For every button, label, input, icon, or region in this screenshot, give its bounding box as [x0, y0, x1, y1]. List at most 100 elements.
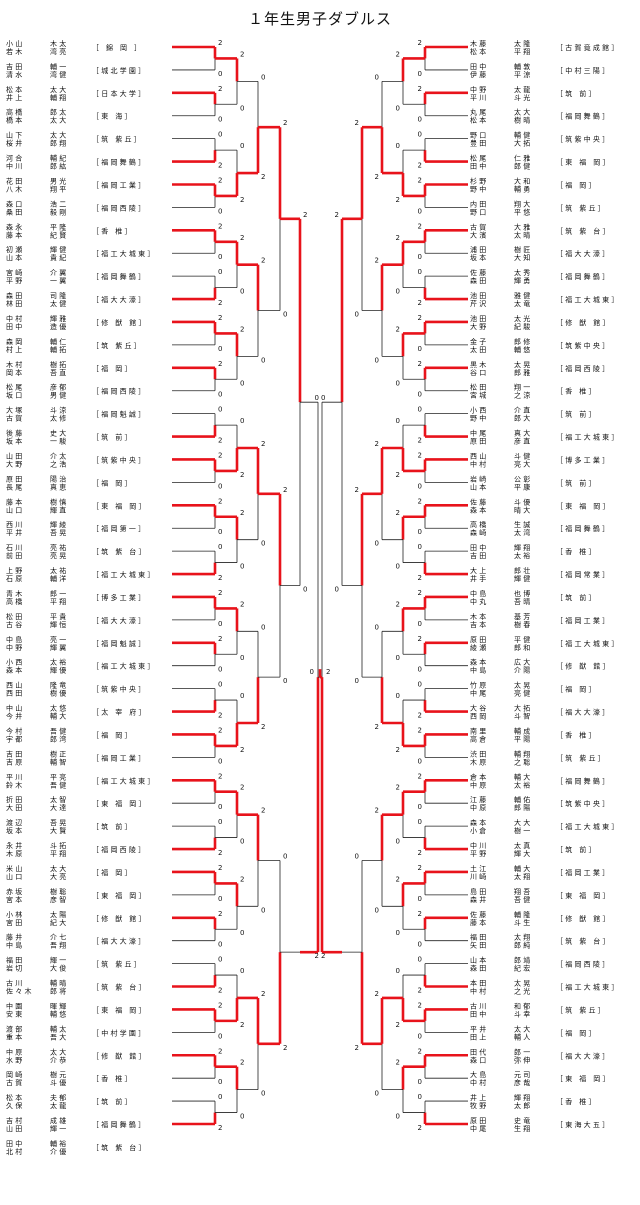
entry-row: 松 本井 上太 大輔 翔［ 日 本 大 学 ］ [6, 85, 145, 102]
match-score: 2 [418, 864, 422, 872]
school-label: ［ 福 岡 ］ [556, 180, 595, 189]
player1-given: 也 博 [514, 589, 530, 598]
player2-given: 郎 大 [514, 414, 530, 423]
school-label: ［ 福 大 大 濠 ］ [556, 708, 609, 717]
player1-surname: 山 田 [6, 451, 22, 460]
player2-given: 一 翼 [50, 277, 66, 285]
entry-row: 中 尾原 田真 大彦 直［ 福 工 大 城 東 ］ [470, 429, 618, 446]
match-score: 2 [418, 437, 422, 445]
player2-surname: 古 谷 [6, 620, 22, 629]
player1-surname: 吉 田 [6, 750, 22, 758]
match-score: 0 [418, 941, 422, 949]
player2-surname: 木 原 [6, 849, 22, 858]
school-label: ［ 筑 紫 中 央 ］ [92, 455, 145, 464]
player2-surname: 平 野 [470, 850, 486, 858]
entry-row: 高 橋森 崎生 誠太 湾［ 福 岡 舞 鶴 ］ [470, 520, 609, 537]
final-score-left: 0 [310, 668, 314, 676]
school-label: ［ 福 岡 舞 鶴 ］ [92, 272, 145, 281]
player1-given: 太 大 [514, 108, 530, 117]
player2-given: 輔 悠 [50, 1009, 66, 1018]
match-score: 2 [418, 162, 422, 170]
player2-surname: 牧 野 [470, 1101, 486, 1110]
player2-given: 弥 伸 [514, 1055, 530, 1064]
player1-given: 輔 健 [514, 131, 530, 140]
player1-surname: 原 田 [6, 475, 22, 483]
player2-surname: 橋 本 [6, 116, 22, 125]
match-score: 0 [335, 586, 339, 594]
player2-given: 毅 剛 [50, 207, 66, 216]
player2-surname: 今 井 [6, 712, 22, 721]
player1-given: 基 芳 [514, 612, 530, 621]
school-label: ［ 修 猷 館 ］ [92, 1051, 145, 1060]
match-score: 2 [261, 990, 265, 998]
player2-surname: 若 木 [6, 47, 22, 56]
player1-given: 平 隆 [50, 222, 66, 231]
final-score-right: 2 [326, 668, 330, 676]
player2-surname: 宮 田 [6, 918, 22, 927]
player2-given: 吾 健 [50, 780, 66, 789]
player1-given: 介 七 [50, 933, 66, 942]
entry-row: 今 村宇 都吾 健郎 湾［ 福 岡 ］ [6, 726, 131, 743]
match-score: 0 [218, 620, 222, 628]
player1-given: 平 亮 [50, 772, 66, 781]
player2-given: 吾 翔 [50, 941, 66, 950]
entry-row: 山 本森 田郎 靖紀 宏［ 福 岡 西 陵 ］ [470, 956, 609, 973]
player1-given: 太 秀 [514, 268, 530, 277]
entry-row: 森 永藤 本平 隆紀 賢［ 香 椎 ］ [6, 222, 131, 239]
player1-surname: 中 川 [470, 841, 486, 850]
player2-surname: 松 本 [470, 116, 486, 125]
player2-surname: 森 崎 [470, 528, 486, 537]
player1-given: 樹 匠 [514, 245, 530, 254]
player1-given: 輔 裕 [50, 1139, 66, 1148]
player1-given: 太 晃 [514, 681, 530, 690]
match-score: 0 [396, 838, 400, 846]
player1-surname: 上 野 [6, 566, 22, 575]
match-score: 2 [396, 509, 400, 517]
player1-surname: 平 川 [6, 773, 22, 781]
player1-surname: 大 島 [470, 1070, 486, 1079]
player2-surname: 川 崎 [470, 872, 486, 881]
player1-surname: 大 塚 [6, 406, 22, 415]
match-score: 0 [375, 623, 379, 631]
school-label: ［ 筑 紫 台 ］ [92, 1143, 145, 1152]
match-score: 0 [283, 852, 287, 860]
match-score: 0 [303, 586, 307, 594]
player1-surname: 今 村 [6, 726, 22, 735]
school-label: ［ 福 岡 舞 鶴 ］ [92, 158, 145, 167]
player2-surname: 平 井 [6, 528, 22, 537]
player2-given: 平 悠 [514, 207, 530, 216]
match-score: 0 [218, 818, 222, 826]
school-label: ［ 福 工 大 城 東 ］ [92, 776, 154, 785]
match-score: 0 [261, 540, 265, 548]
match-score: 0 [418, 482, 422, 490]
player2-given: 介 陽 [514, 666, 530, 675]
player1-given: 介 太 [50, 451, 66, 460]
player2-given: 太 晴 [514, 230, 530, 239]
match-score: 0 [240, 838, 244, 846]
player1-given: 亮 一 [50, 635, 66, 644]
match-score: 2 [218, 772, 222, 780]
player2-given: 吾 大 [50, 1032, 66, 1041]
player2-surname: 吉 原 [6, 758, 22, 766]
entry-row: 森 岡村 上輔 仁輔 拓［ 筑 紫 丘 ］ [6, 337, 141, 354]
player1-surname: 浦 田 [470, 245, 486, 254]
school-label: ［ 筑 紫 中 央 ］ [556, 341, 609, 350]
entry-row: 大 上井 手郎 壮輝 健［ 福 岡 常 業 ］ [470, 566, 609, 583]
player1-surname: 田 中 [470, 62, 486, 71]
entry-row: 大 谷西 岡大 拓斗 智［ 福 大 大 濠 ］ [470, 704, 609, 721]
entry-row: 田 中伊 藤輔 敦平 涼［ 中 村 三 陽 ］ [470, 62, 609, 79]
player1-given: 太 晃 [514, 360, 530, 369]
entry-row: 岡 崎古 賀樹 元斗 優［ 香 椎 ］ [6, 1070, 131, 1087]
entry-row: 野 口豊 田輔 健大 拓［ 筑 紫 中 央 ］ [470, 131, 609, 148]
match-score: 0 [218, 681, 222, 689]
match-score: 2 [261, 173, 265, 181]
match-score: 0 [218, 666, 222, 674]
match-score: 0 [261, 623, 265, 631]
player1-given: 樹 正 [50, 749, 66, 758]
player1-surname: 黒 木 [470, 360, 486, 369]
player2-surname: 田 中 [470, 1009, 486, 1018]
player1-surname: 古 賀 [470, 222, 486, 231]
player2-surname: 西 田 [6, 690, 22, 698]
player2-surname: 平 野 [6, 277, 22, 285]
school-label: ［ 中 村 三 陽 ］ [556, 66, 609, 75]
